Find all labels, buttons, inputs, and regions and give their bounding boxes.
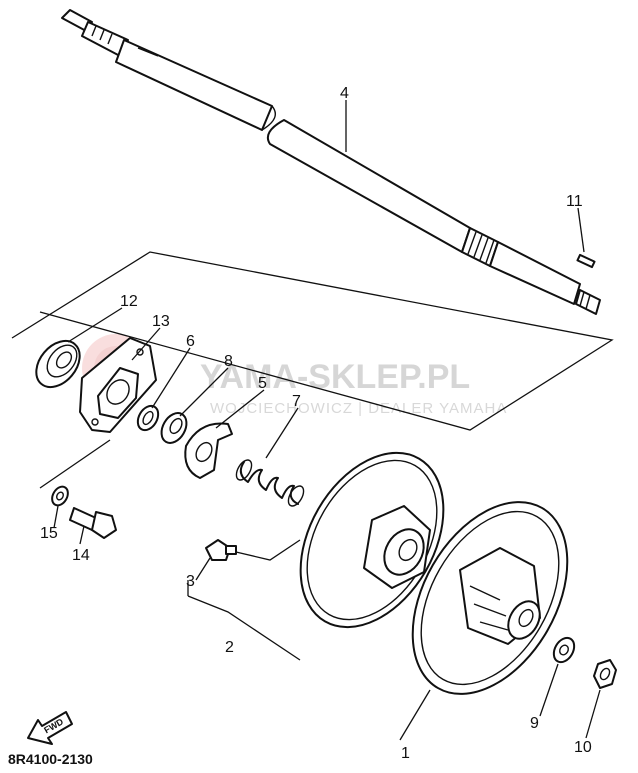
spring [235, 459, 305, 507]
watermark-brand: YAMA-SKLEP.PL [200, 358, 470, 396]
part-label-12: 12 [120, 293, 138, 310]
part-labels: 1 2 3 4 5 6 7 8 9 10 11 12 13 14 15 [40, 85, 592, 762]
bolt [69, 507, 117, 539]
cam-plate [184, 422, 233, 479]
watermark-dealer: WOJCIECHOWICZ | DEALER YAMAHA [210, 400, 507, 417]
bracket-lines [11, 251, 614, 661]
part-label-3: 3 [186, 573, 195, 590]
part-label-14: 14 [72, 547, 90, 564]
diagram-code: 8R4100-2130 [8, 751, 93, 767]
part-label-7: 7 [292, 393, 301, 410]
part-label-4: 4 [340, 85, 349, 102]
forward-arrow: FWD [27, 711, 73, 745]
leader-lines [53, 100, 601, 741]
part-label-11: 11 [566, 193, 583, 210]
collar-8 [160, 412, 188, 444]
part-label-8: 8 [224, 353, 233, 370]
part-label-13: 13 [152, 313, 170, 330]
part-label-1: 1 [401, 745, 410, 762]
washer-6 [136, 404, 160, 432]
housing-plate [79, 337, 157, 433]
part-label-9: 9 [530, 715, 539, 732]
nut-10 [593, 659, 617, 689]
cap-screw [205, 539, 237, 561]
part-label-10: 10 [574, 739, 592, 756]
washer-15 [51, 485, 69, 507]
washer-9 [552, 636, 576, 664]
fixed-sheave [299, 451, 445, 629]
part-label-5: 5 [258, 375, 267, 392]
part-label-2: 2 [225, 639, 234, 656]
bearing [35, 339, 81, 389]
sliding-sheave [411, 501, 569, 695]
key-part [576, 253, 596, 269]
part-label-6: 6 [186, 333, 195, 350]
shaft [61, 9, 601, 315]
part-label-15: 15 [40, 525, 58, 542]
